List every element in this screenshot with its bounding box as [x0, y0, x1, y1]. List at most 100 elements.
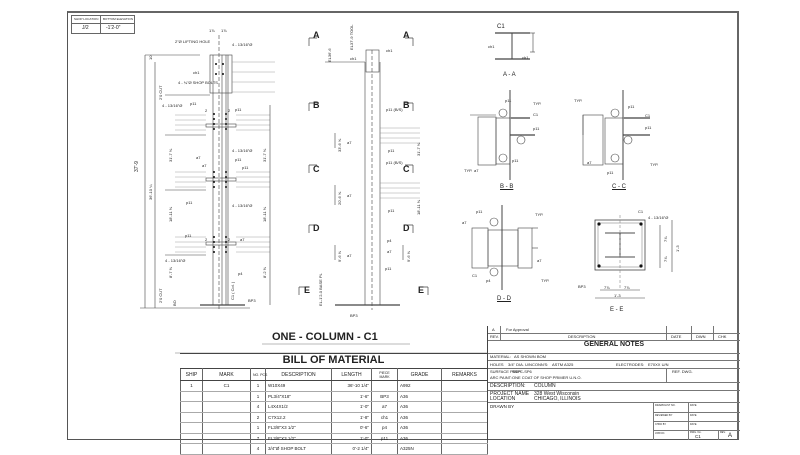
project-row: PROJECT NAME 328 West Wisconsin LOCATION…: [488, 390, 740, 403]
ee-label-bp3: BP3: [578, 284, 586, 289]
dim-right-3: 8'-2 ⅜: [262, 267, 267, 278]
bolt-holes: [213, 63, 227, 253]
header-bottom-elevation-label: BOTTOM ELEVATION: [103, 17, 134, 21]
ee-dim: 7⅞: [624, 285, 630, 290]
bill-of-material: BILL OF MATERIAL SHIP MARK NO. PCS DESCR…: [180, 353, 488, 455]
gauge-dim: 2: [228, 108, 231, 113]
reviewed-by-label: REVIEWED BY: [655, 414, 673, 417]
bom-cell: FL3/8"X3 1/2": [265, 422, 332, 434]
elevation-tool: EL37'-9 TOOL: [349, 24, 354, 50]
bom-cell: PL3/4"X18": [265, 391, 332, 402]
divider: [500, 326, 501, 340]
date-label: DATE: [690, 414, 697, 417]
material-value: AS SHOWN BOM: [514, 354, 547, 359]
label-bp3: BP3: [350, 313, 358, 318]
cut-dim: 2'0 CUT: [158, 85, 163, 100]
holes-label: 4 - 13/16"Ø: [165, 258, 186, 263]
material-row: MATERIAL: AS SHOWN BOM: [488, 353, 740, 361]
bom-cell: [441, 380, 488, 392]
bom-cell: 2: [250, 412, 266, 423]
elevation-label: EL36'-6: [327, 48, 332, 62]
label-ch1: ch1: [386, 48, 393, 53]
mark-a7: a7: [202, 163, 207, 168]
bom-cell: 0'-6": [331, 422, 372, 434]
bom-cell: A36: [397, 412, 442, 423]
bom-cell: A992: [397, 380, 442, 392]
bom-cell: [441, 433, 488, 444]
aa-label-ch1: ch1: [488, 44, 495, 49]
divider: [653, 412, 740, 413]
bom-cell: 1'-6": [331, 391, 372, 402]
project-value: 328 West Wisconsin: [534, 391, 580, 397]
label-p11: p11: [385, 266, 392, 271]
side-dim-1: 33'-6 ⅝: [337, 138, 342, 152]
mark-p11: p11: [235, 107, 242, 112]
anchor-hole: [597, 264, 601, 268]
upper-height-dim: 36'-10 ¼: [148, 184, 153, 200]
bom-cell: [441, 412, 488, 423]
bom-cell: 7: [250, 433, 266, 444]
section-title-cc: C - C: [612, 184, 626, 190]
dd-label-c1: C1: [472, 273, 478, 278]
conns-label: CONN'S:: [532, 362, 549, 367]
bom-cell: A36: [397, 401, 442, 413]
rev-value-final: A: [728, 433, 733, 439]
holes-label: 4 - 13/16"Ø: [232, 42, 253, 47]
aa-label-c1: C1: [497, 24, 505, 30]
surface-prep-label: SURFACE PREP:: [490, 369, 523, 374]
paint-label: ARC PAINT:: [490, 375, 512, 380]
rev-description: For Approval: [506, 327, 529, 332]
anchor-hole: [597, 222, 601, 226]
header-table: SHOP LOCATION BOTTOM ELEVATION J/2 -1'2-…: [71, 15, 135, 34]
location-label: LOCATION: [490, 396, 516, 402]
shop-location-value: J/2: [82, 25, 89, 31]
holes-label: 4 - 13/16"Ø: [232, 203, 253, 208]
revision-header-row: REV. DESCRIPTION DATE DWN CHK: [488, 333, 740, 341]
dd-label-p4: p4: [486, 278, 491, 283]
bom-cell: L4X4X1/2: [265, 401, 332, 413]
section-mark-b-left: B: [313, 100, 320, 110]
section-title-aa: A - A: [503, 72, 516, 78]
top-dim: 10: [148, 55, 153, 60]
divider: [100, 24, 101, 33]
bom-cell: [202, 412, 251, 423]
label-ch1: ch1: [350, 56, 357, 61]
paint-value: ONE COAT OF SHOP PRIMER U.N.O.: [512, 375, 582, 380]
bom-cell: A36: [397, 433, 442, 444]
bom-cell: A36: [397, 391, 442, 402]
member-label: C1 ( Col. ): [230, 281, 235, 300]
overall-height-dim: 37'-9: [134, 161, 140, 172]
label-a7: a7: [387, 249, 392, 254]
gauge-dim: 2: [205, 237, 208, 242]
ee-dim: 1'-3: [614, 293, 621, 298]
description-row: DESCRIPTION: COLUMN: [488, 382, 740, 391]
holes-label: 4 - 13/16"Ø: [232, 148, 253, 153]
drawn-by-label: DRAWN BY: [490, 404, 515, 409]
top-dim-right: 1⅞: [221, 28, 227, 33]
cut-dim-bottom: 2'0 CUT: [158, 288, 163, 303]
bom-header: MARK: [202, 368, 251, 381]
ee-dim: 7⅞: [604, 285, 610, 290]
bom-cell: [202, 433, 251, 444]
bom-cell: [371, 380, 398, 392]
lifting-hole-label: 2"Ø LIFTING HOLE: [175, 39, 211, 44]
bom-cell: 4: [250, 443, 266, 455]
side-dim-2: 20'-6 ⅝: [337, 191, 342, 205]
bom-table: SHIP MARK NO. PCS DESCRIPTION LENGTH PIE…: [180, 368, 488, 455]
rev-value: A: [492, 327, 495, 332]
divider: [691, 326, 692, 340]
mark-bp3: BP3: [248, 298, 256, 303]
section-title-bb: B - B: [500, 184, 514, 190]
bom-cell: 1'-0": [331, 433, 372, 444]
conns-value: ASTM A325: [552, 362, 574, 367]
surface-prep-row: SURFACE PREP: SSPC-SP6 ARC PAINT: ONE CO…: [488, 368, 740, 383]
project-label: PROJECT NAME: [490, 391, 530, 397]
dim-right-2: 18'-11 ⅜: [262, 206, 267, 222]
bom-header: NO. PCS: [250, 368, 267, 381]
bom-cell: W10X49: [265, 380, 332, 392]
gauge-dim: 2: [228, 237, 231, 242]
description-label: DESCRIPTION:: [490, 383, 526, 389]
bb-label-typ: TYP.: [464, 168, 473, 173]
section-mark-a-left: A: [313, 30, 320, 40]
